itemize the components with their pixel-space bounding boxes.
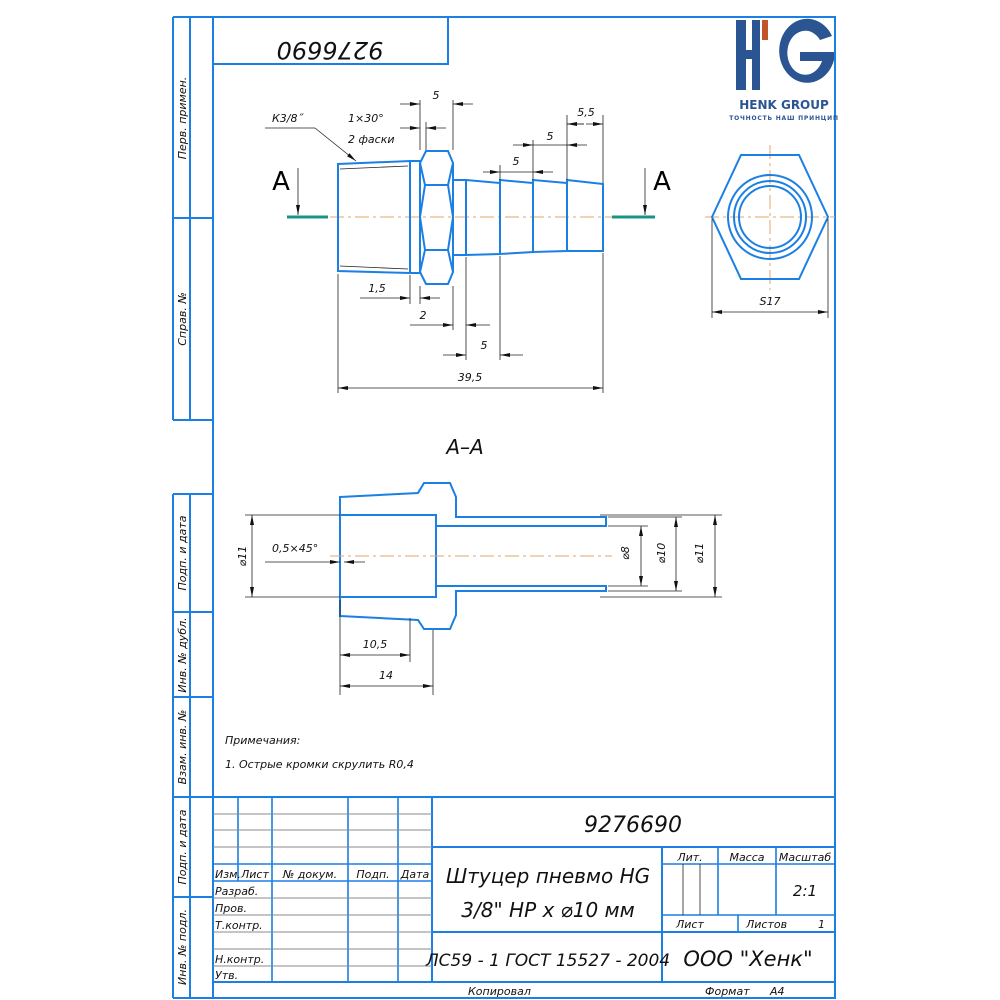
dim-barb-3: 5 [547, 130, 554, 143]
role-label: Разраб. [215, 885, 258, 898]
company: ООО "Хенк" [683, 947, 812, 971]
dim-d-barb: ⌀10 [655, 543, 668, 564]
strip-label: Инв. № дубл. [176, 617, 189, 692]
note-item: 1. Острые кромки скрулить R0,4 [225, 758, 414, 771]
part-title-line1: Штуцер пневмо HG [446, 864, 650, 888]
strip-label: Инв. № подл. [176, 909, 189, 985]
sheet-label: Лист [675, 918, 704, 931]
dim-total: 39,5 [458, 371, 483, 384]
main-view: A A К3/8˝ 1×30° 2 фаски 5 5,5 [265, 89, 671, 393]
sheets-value: 1 [818, 918, 825, 931]
col-header: Подп. [356, 868, 389, 881]
role-label: Т.контр. [215, 919, 263, 932]
chamfer-count: 2 фаски [348, 133, 394, 146]
strip-label: Перв. примен. [176, 77, 189, 160]
dim-d-right: ⌀11 [693, 543, 706, 564]
col-header: № докум. [282, 868, 337, 881]
section-title: A–A [444, 435, 483, 459]
col-header: Изм. [215, 868, 241, 881]
copied-label: Копировал [468, 985, 531, 998]
dim-hex-across: S17 [760, 295, 781, 308]
logo-tagline: ТОЧНОСТЬ НАШ ПРИНЦИП [729, 115, 839, 122]
henk-group-logo: HENK GROUP ТОЧНОСТЬ НАШ ПРИНЦИП [729, 18, 839, 122]
sheet-frame [172, 16, 836, 999]
section-view: A–A ⌀11 0,5×45° 10,5 14 ⌀8 ⌀10 ⌀11 [236, 435, 722, 695]
logo-name: HENK GROUP [739, 98, 829, 112]
dim-chamfer: 0,5×45° [272, 542, 318, 555]
strip-label: Справ. № [176, 292, 189, 346]
role-label: Утв. [215, 969, 238, 982]
dim-barb-2: 5 [513, 155, 520, 168]
format-label: Формат [705, 985, 750, 998]
end-view: S17 [705, 145, 835, 318]
notes-title: Примечания: [225, 734, 300, 747]
role-label: Н.контр. [215, 953, 264, 966]
mirrored-doc-number: 9276690 [277, 36, 384, 64]
doc-number: 9276690 [584, 813, 682, 838]
chamfer-label: 1×30° [348, 112, 384, 125]
thread-label: К3/8˝ [272, 112, 305, 125]
dim-hex-width: 5 [433, 89, 440, 102]
strip-label: Взам. инв. № [176, 710, 189, 785]
scale-label: Масштаб [779, 851, 831, 864]
role-label: Пров. [215, 902, 247, 915]
dim-d-left: ⌀11 [236, 546, 249, 567]
section-letter: A [272, 167, 290, 197]
mass-label: Масса [729, 851, 764, 864]
title-block: Изм. Лист № докум. Подп. Дата Разраб. Пр… [213, 796, 835, 998]
dim-barb-1: 5 [481, 339, 488, 352]
strip-label: Подп. и дата [176, 515, 189, 590]
col-header: Лист [240, 868, 269, 881]
scale-value: 2:1 [793, 882, 817, 900]
dim-collar: 1,5 [368, 282, 386, 295]
dim-barb-last: 5,5 [577, 106, 595, 119]
dim-neck: 2 [420, 309, 427, 322]
format-value: A4 [769, 985, 785, 998]
side-strip-labels: Перв. примен. Справ. № Подп. и дата Инв.… [176, 77, 189, 985]
section-letter: A [653, 167, 671, 197]
dim-thread-len: 10,5 [363, 638, 388, 651]
sheets-label: Листов [745, 918, 787, 931]
lit-label: Лит. [676, 851, 702, 864]
dim-bore-len: 14 [379, 669, 393, 682]
dim-d-bore: ⌀8 [619, 546, 632, 560]
strip-label: Подп. и дата [176, 809, 189, 884]
col-header: Дата [400, 868, 430, 881]
part-title-line2: 3/8" НР х ⌀10 мм [461, 898, 634, 922]
material: ЛС59 - 1 ГОСТ 15527 - 2004 [425, 951, 670, 971]
